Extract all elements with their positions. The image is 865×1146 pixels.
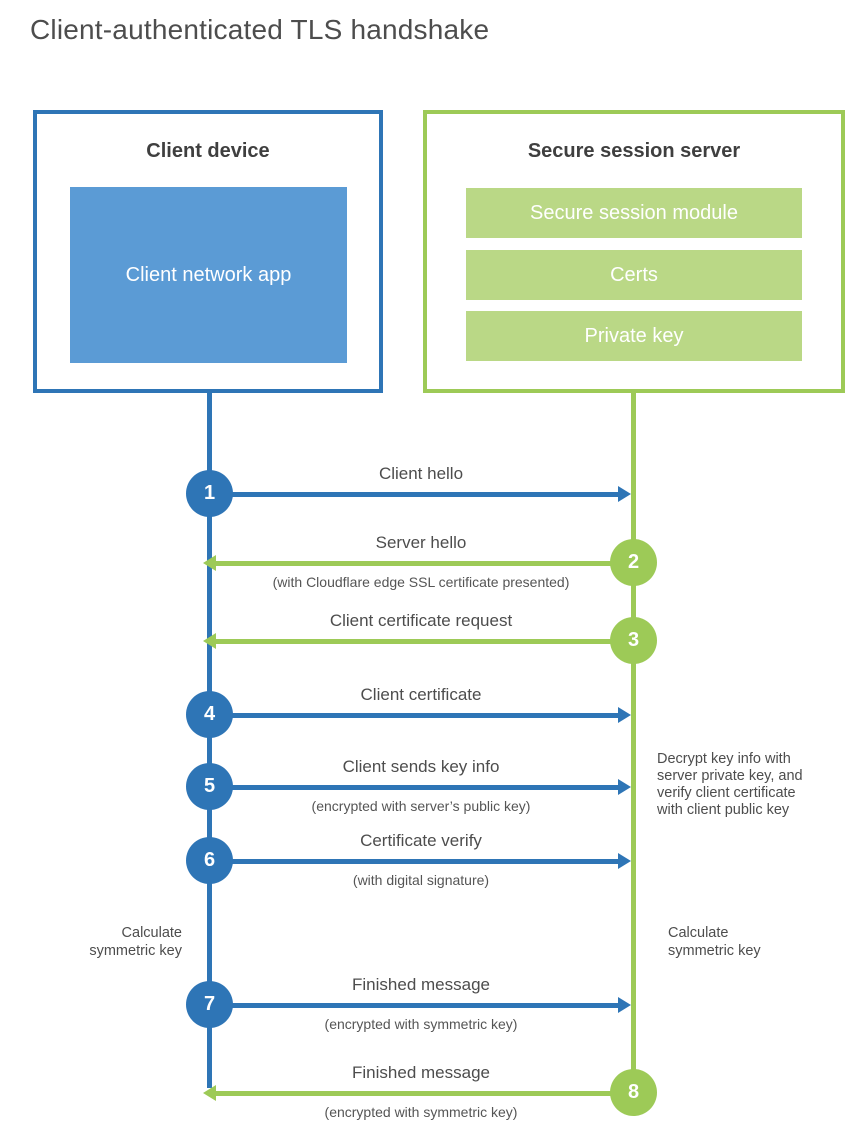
arrow-shaft — [209, 859, 619, 864]
message-sublabel-8: (encrypted with symmetric key) — [324, 1104, 518, 1120]
message-arrow-8 — [203, 1085, 631, 1101]
step-badge-5: 5 — [186, 763, 233, 810]
message-sublabel-7: (encrypted with symmetric key) — [324, 1016, 518, 1032]
arrow-right-icon — [618, 853, 631, 869]
step-badge-2: 2 — [610, 539, 657, 586]
client-lifeline — [207, 393, 212, 1088]
server-module-bar-secure-session: Secure session module — [466, 188, 802, 238]
secure-session-server-box: Secure session server Secure session mod… — [423, 110, 845, 393]
message-sublabel-6: (with digital signature) — [352, 872, 490, 888]
client-network-app-label: Client network app — [125, 264, 292, 286]
message-arrow-3 — [203, 633, 631, 649]
step-badge-4: 4 — [186, 691, 233, 738]
client-calculate-note: Calculate symmetric key — [89, 925, 182, 959]
server-module-bar-private-key: Private key — [466, 311, 802, 361]
arrow-left-icon — [203, 555, 216, 571]
message-label-4: Client certificate — [360, 685, 482, 704]
message-sublabel-5: (encrypted with server’s public key) — [311, 798, 531, 814]
message-label-3: Client certificate request — [329, 611, 513, 630]
arrow-right-icon — [618, 486, 631, 502]
message-label-1: Client hello — [378, 464, 464, 483]
client-network-app-box: Client network app — [70, 187, 347, 363]
client-device-box: Client device Client network app — [33, 110, 383, 393]
client-device-title: Client device — [146, 140, 270, 162]
step-badge-1: 1 — [186, 470, 233, 517]
server-decrypt-note: Decrypt key info with server private key… — [657, 751, 803, 819]
message-arrow-2 — [203, 555, 631, 571]
arrow-shaft — [209, 492, 619, 497]
message-label-8: Finished message — [352, 1063, 490, 1082]
server-lifeline — [631, 393, 636, 1093]
arrow-left-icon — [203, 633, 216, 649]
arrow-right-icon — [618, 997, 631, 1013]
arrow-shaft — [215, 639, 631, 644]
message-sublabel-2: (with Cloudflare edge SSL certificate pr… — [272, 574, 570, 590]
step-badge-6: 6 — [186, 837, 233, 884]
message-arrow-1 — [209, 486, 631, 502]
message-arrow-5 — [209, 779, 631, 795]
step-badge-7: 7 — [186, 981, 233, 1028]
message-arrow-4 — [209, 707, 631, 723]
message-arrow-7 — [209, 997, 631, 1013]
step-badge-8: 8 — [610, 1069, 657, 1116]
page-title: Client-authenticated TLS handshake — [30, 14, 490, 45]
server-module-bar-certs: Certs — [466, 250, 802, 300]
message-label-2: Server hello — [375, 533, 467, 552]
message-label-7: Finished message — [352, 975, 490, 994]
arrow-shaft — [215, 1091, 631, 1096]
server-calculate-note: Calculate symmetric key — [668, 925, 761, 959]
step-badge-3: 3 — [610, 617, 657, 664]
arrow-right-icon — [618, 779, 631, 795]
arrow-shaft — [209, 1003, 619, 1008]
arrow-shaft — [209, 713, 619, 718]
arrow-right-icon — [618, 707, 631, 723]
arrow-left-icon — [203, 1085, 216, 1101]
message-label-5: Client sends key info — [342, 757, 500, 776]
arrow-shaft — [209, 785, 619, 790]
arrow-shaft — [215, 561, 631, 566]
message-label-6: Certificate verify — [360, 831, 482, 850]
message-arrow-6 — [209, 853, 631, 869]
secure-session-server-title: Secure session server — [527, 140, 741, 162]
